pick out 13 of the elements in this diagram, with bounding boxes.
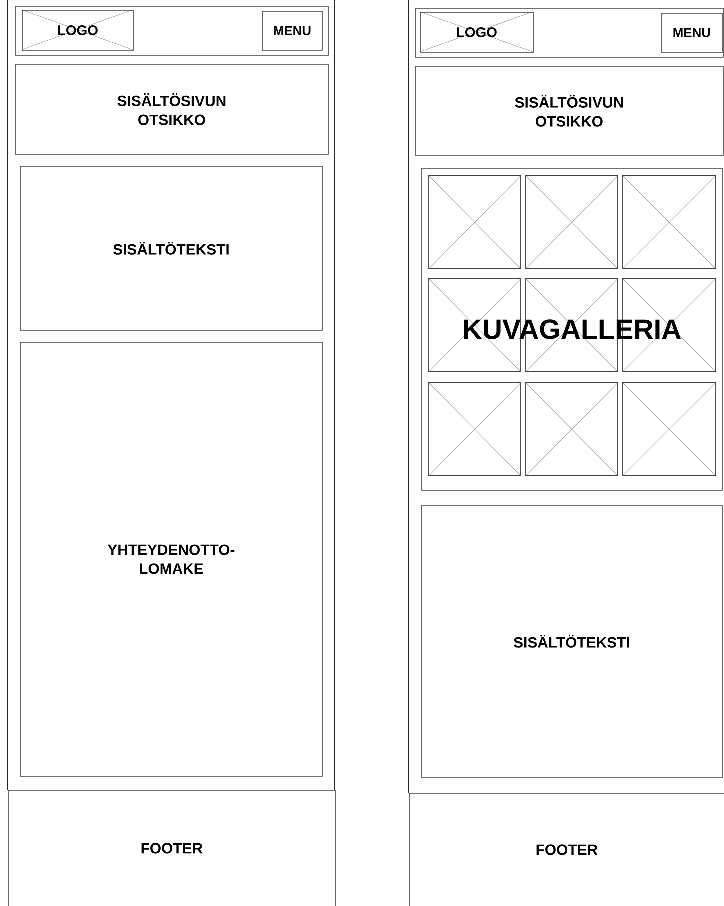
header-bar — [15, 6, 329, 56]
content-text-box: SISÄLTÖTEKSTI — [20, 166, 323, 331]
contact-form-box: YHTEYDENOTTO- LOMAKE — [20, 342, 323, 777]
placeholder-box: LOGO — [22, 10, 134, 51]
footer-section: FOOTER — [8, 790, 336, 906]
content-text-box: SISÄLTÖTEKSTI — [421, 505, 723, 778]
title-box: SISÄLTÖSIVUN OTSIKKO — [415, 66, 724, 156]
menu-button: MENU — [262, 11, 323, 51]
header-bar — [415, 8, 724, 58]
placeholder-box: LOGO — [420, 12, 534, 53]
title-box: SISÄLTÖSIVUN OTSIKKO — [15, 64, 329, 155]
menu-button: MENU — [661, 13, 723, 53]
footer-section: FOOTER — [409, 793, 724, 906]
